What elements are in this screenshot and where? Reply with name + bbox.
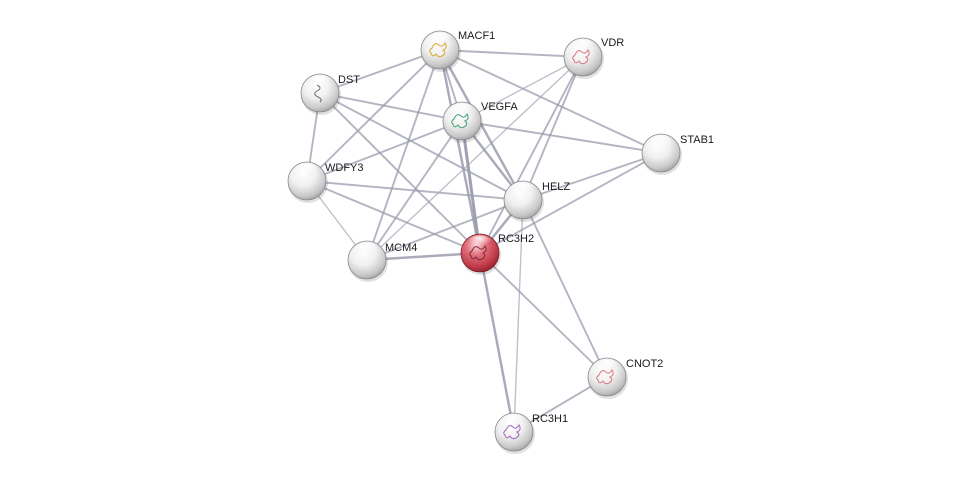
node-mcm4[interactable]: MCM4 <box>347 240 417 282</box>
node-highlight <box>294 163 320 178</box>
node-highlight <box>510 182 536 197</box>
node-highlight <box>594 359 620 374</box>
edge-macf1-vdr[interactable] <box>439 49 584 58</box>
edge-helz-rc3h1[interactable] <box>513 199 524 433</box>
edge-vegfa-rc3h2[interactable] <box>460 119 482 255</box>
edge-vdr-vegfa[interactable] <box>461 56 584 122</box>
node-label-cnot2: CNOT2 <box>626 358 663 370</box>
edge-wdfy3-rc3h2[interactable] <box>306 180 481 254</box>
node-label-wdfy3: WDFY3 <box>325 162 364 174</box>
node-dst[interactable]: DST <box>300 73 360 115</box>
node-label-vdr: VDR <box>601 37 624 49</box>
edge-dst-helz[interactable] <box>319 92 524 201</box>
edge-dst-vegfa[interactable] <box>319 92 463 122</box>
edge-helz-cnot2[interactable] <box>522 199 608 378</box>
edge-stab1-helz[interactable] <box>522 152 662 201</box>
edge-wdfy3-helz[interactable] <box>306 180 524 201</box>
node-highlight <box>449 103 475 118</box>
node-label-dst: DST <box>338 74 360 86</box>
edge-vegfa-wdfy3[interactable] <box>306 120 463 182</box>
edge-macf1-stab1[interactable] <box>439 49 662 154</box>
node-label-stab1: STAB1 <box>680 134 714 146</box>
edge-macf1-wdfy3[interactable] <box>306 49 441 182</box>
node-label-rc3h2: RC3H2 <box>498 233 534 245</box>
node-label-mcm4: MCM4 <box>385 242 417 254</box>
node-highlight <box>427 32 453 47</box>
edge-rc3h2-rc3h1[interactable] <box>478 251 516 434</box>
edge-vdr-mcm4[interactable] <box>366 56 584 261</box>
node-vegfa[interactable]: VEGFA <box>442 101 518 143</box>
node-highlight <box>501 414 527 429</box>
node-label-vegfa: VEGFA <box>481 101 518 113</box>
node-macf1[interactable]: MACF1 <box>420 30 495 72</box>
node-label-rc3h1: RC3H1 <box>532 413 568 425</box>
node-wdfy3[interactable]: WDFY3 <box>287 161 364 203</box>
edge-macf1-mcm4[interactable] <box>366 49 441 261</box>
edge-stab1-rc3h2[interactable] <box>479 152 662 254</box>
edge-macf1-dst[interactable] <box>319 49 441 94</box>
node-highlight <box>570 39 596 54</box>
node-helz[interactable]: HELZ <box>503 180 570 222</box>
node-label-macf1: MACF1 <box>458 30 495 42</box>
node-vdr[interactable]: VDR <box>563 37 624 79</box>
node-label-helz: HELZ <box>542 181 570 193</box>
edge-rc3h2-cnot2[interactable] <box>479 252 608 378</box>
edge-vdr-helz[interactable] <box>522 56 584 201</box>
node-stab1[interactable]: STAB1 <box>641 133 714 175</box>
edge-macf1-rc3h2[interactable] <box>438 48 482 255</box>
edge-helz-mcm4[interactable] <box>366 199 524 261</box>
node-highlight <box>354 242 380 257</box>
node-rc3h1[interactable]: RC3H1 <box>494 412 568 454</box>
node-rc3h2[interactable]: RC3H2 <box>460 233 534 275</box>
edge-vegfa-stab1[interactable] <box>461 120 662 154</box>
node-cnot2[interactable]: CNOT2 <box>587 357 663 399</box>
node-highlight <box>648 135 674 150</box>
node-highlight <box>307 75 333 90</box>
node-highlight <box>467 235 493 250</box>
edge-vdr-rc3h2[interactable] <box>479 56 584 254</box>
